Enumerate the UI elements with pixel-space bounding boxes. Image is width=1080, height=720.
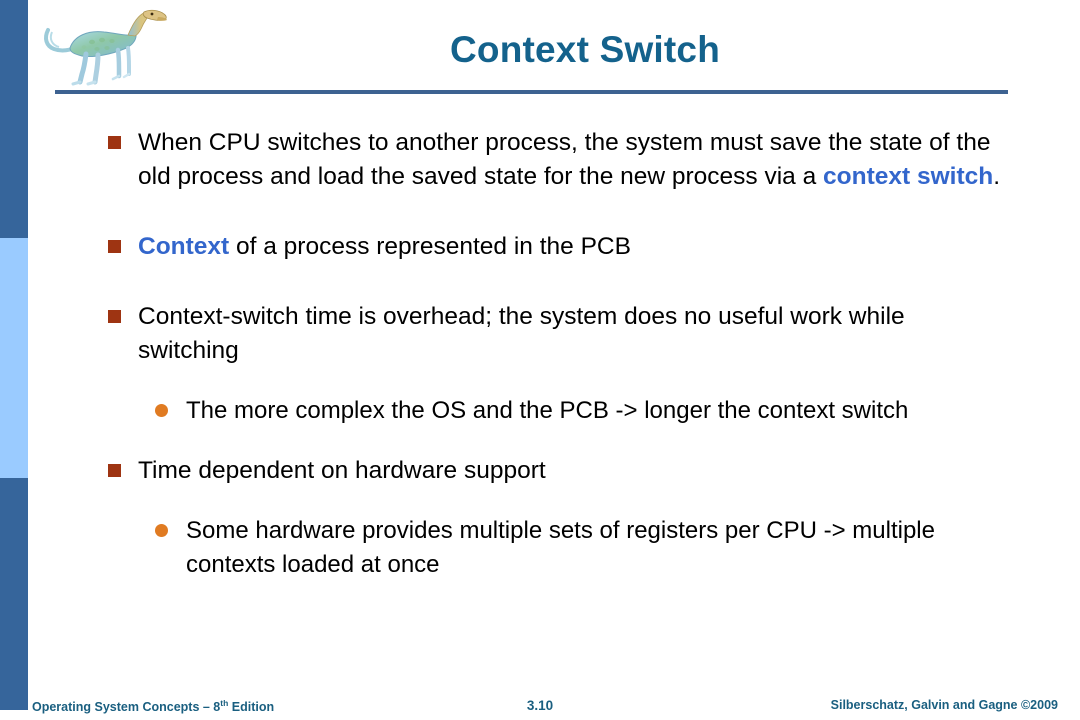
footer-edition-superscript: th <box>220 698 229 708</box>
bullet-dot-icon <box>155 524 168 537</box>
sidebar-band-bottom <box>0 478 28 710</box>
sidebar-band-top <box>0 0 28 238</box>
sub-bullet-item: The more complex the OS and the PCB -> l… <box>0 394 1080 428</box>
bullet-text-segment: of a process represented in the PCB <box>229 233 631 260</box>
left-sidebar <box>0 0 28 710</box>
bullet-text-highlight: Context <box>138 233 230 260</box>
footer-edition-tail: Edition <box>228 700 275 715</box>
bullet-text: Context of a process represented in the … <box>138 230 1010 264</box>
bullet-text: When CPU switches to another process, th… <box>138 126 1010 194</box>
footer-edition: Operating System Concepts – 8th Edition <box>32 698 274 714</box>
title-underline-rule <box>55 90 1008 94</box>
bullet-text-segment: When CPU switches to another process, th… <box>138 129 991 190</box>
bullet-text: Context-switch time is overhead; the sys… <box>138 303 905 364</box>
slide-body: When CPU switches to another process, th… <box>0 126 1080 666</box>
bullet-text-segment: . <box>993 163 1001 190</box>
sidebar-band-middle <box>0 238 28 478</box>
bullet-square-icon <box>108 310 121 323</box>
dinosaur-logo-icon <box>40 2 170 90</box>
sub-bullet-item: Some hardware provides multiple sets of … <box>0 514 1080 582</box>
bullet-dot-icon <box>155 404 168 417</box>
bullet-item: When CPU switches to another process, th… <box>0 126 1080 194</box>
footer-page-number: 3.10 <box>526 698 554 713</box>
bullet-item: Time dependent on hardware support <box>0 454 1080 488</box>
bullet-item: Context-switch time is overhead; the sys… <box>0 300 1080 368</box>
bullet-item: Context of a process represented in the … <box>0 230 1080 264</box>
bullet-text: Time dependent on hardware support <box>138 457 546 484</box>
footer-copyright: Silberschatz, Galvin and Gagne ©2009 <box>830 698 1058 712</box>
page-title: Context Switch <box>449 29 721 70</box>
sub-bullet-text: The more complex the OS and the PCB -> l… <box>186 397 909 424</box>
bullet-square-icon <box>108 464 121 477</box>
sub-bullet-text: Some hardware provides multiple sets of … <box>186 517 935 578</box>
bullet-square-icon <box>108 240 121 253</box>
bullet-square-icon <box>108 136 121 149</box>
footer-edition-main: Operating System Concepts – 8 <box>32 700 221 715</box>
bullet-text-highlight: context switch <box>823 163 994 190</box>
